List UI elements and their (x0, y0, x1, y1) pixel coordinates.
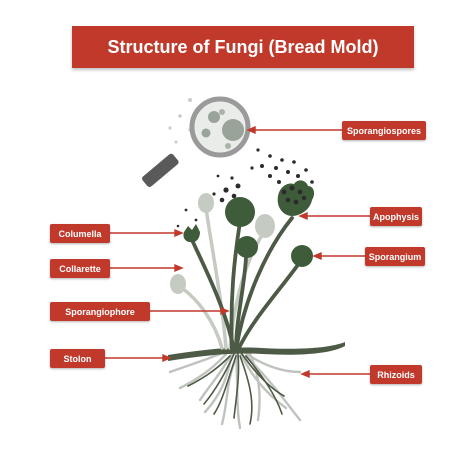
apophysis-head (277, 180, 315, 216)
label-columella: Columella (50, 224, 110, 243)
faded-sporangium-left (198, 193, 214, 213)
faded-sporangium-lower (170, 274, 186, 294)
rhizoids-dark-group (187, 353, 285, 425)
diagram-title: Structure of Fungi (Bread Mold) (72, 26, 414, 68)
label-collarette: Collarette (50, 259, 110, 278)
label-rhizoids: Rhizoids (370, 365, 422, 384)
spores-scatter (176, 148, 314, 228)
leader-lines (105, 125, 370, 379)
sporangiophores (190, 216, 302, 352)
stolon (168, 342, 345, 361)
columella-head (183, 224, 200, 243)
label-sporangium: Sporangium (365, 247, 425, 266)
sporangium-right (291, 245, 313, 267)
rhizoids-group (168, 350, 302, 430)
sporangium-mid (236, 236, 258, 258)
label-sporangiospores: Sporangiospores (342, 121, 426, 140)
label-apophysis: Apophysis (370, 207, 422, 226)
magnifying-glass-icon (142, 96, 251, 187)
label-sporangiophore: Sporangiophore (50, 302, 150, 321)
label-stolon: Stolon (50, 349, 105, 368)
sporangium-top (225, 197, 255, 227)
faded-sporangium-right (255, 214, 275, 238)
